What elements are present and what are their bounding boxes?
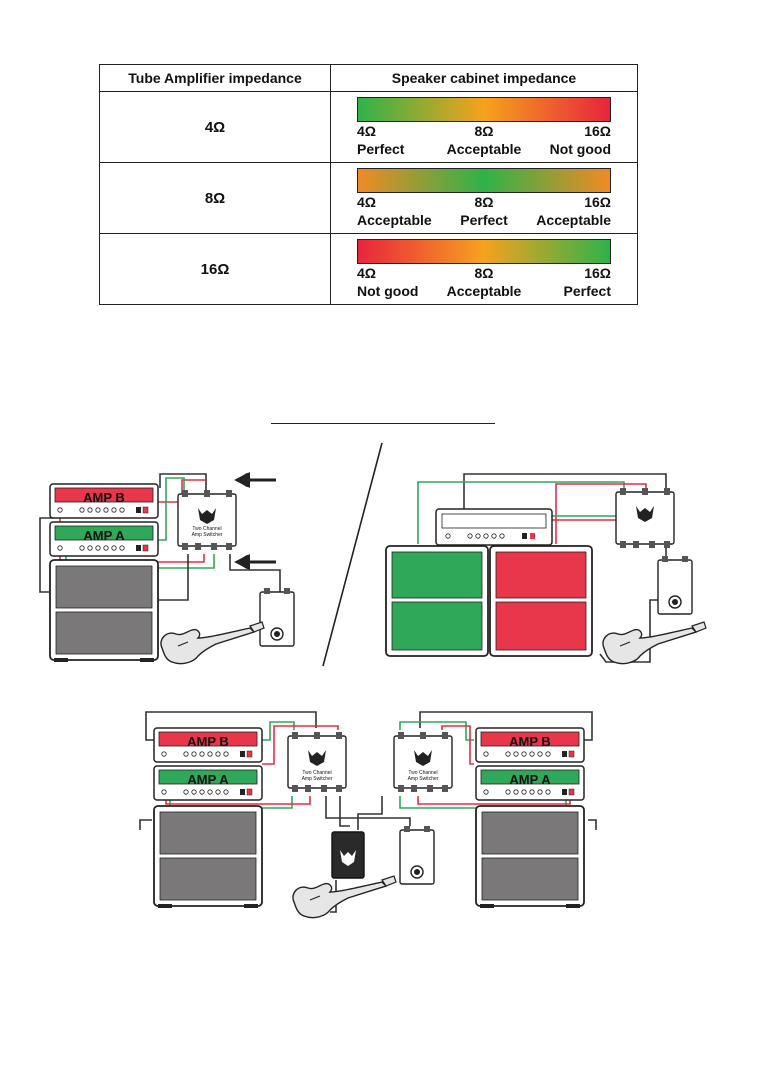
diagram-two-amps-one-cab: AMP B AMP A Two Channel Amp Switcher: [40, 472, 294, 664]
amp-b-label: AMP B: [509, 734, 551, 749]
diagram-four-amps-two-switchers: AMP B AMP A Two Channel Amp Switcher Two…: [140, 712, 596, 918]
amp-b-label: AMP B: [187, 734, 229, 749]
amp-a-label: AMP A: [83, 528, 125, 543]
diagram-one-amp-two-cabs: [386, 474, 706, 664]
switcher-subtitle: Amp Switcher: [302, 776, 333, 782]
switcher-subtitle: Amp Switcher: [408, 776, 439, 782]
amp-a-label: AMP A: [509, 772, 551, 787]
amp-a-label: AMP A: [187, 772, 229, 787]
switcher-subtitle: Amp Switcher: [192, 532, 223, 538]
amp-b-label: AMP B: [83, 490, 125, 505]
divider-line: [323, 443, 382, 666]
